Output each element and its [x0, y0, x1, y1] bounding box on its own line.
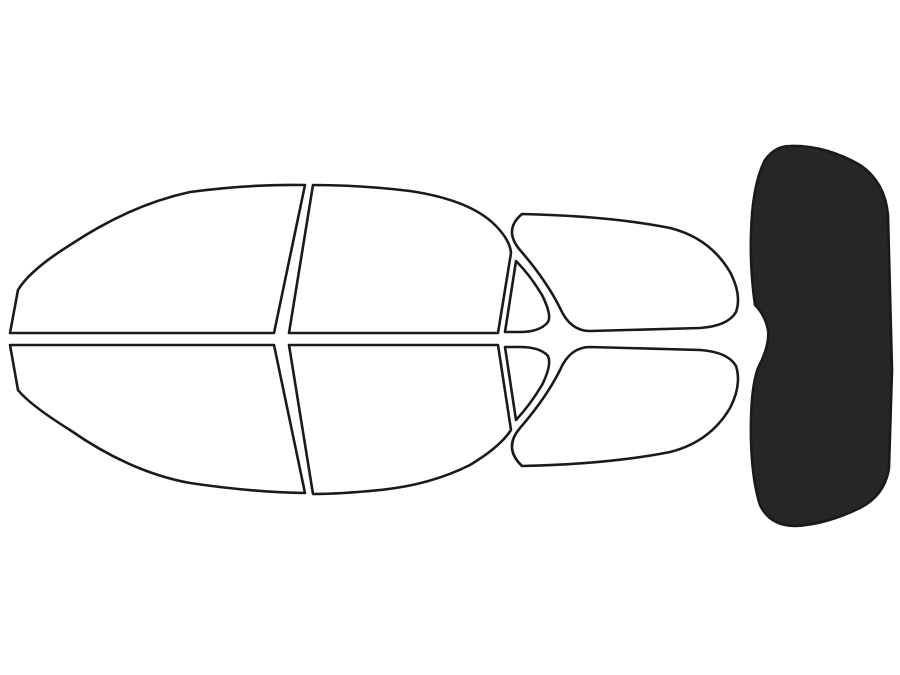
- rear-vent-window-bottom[interactable]: [503, 345, 551, 422]
- front-door-window-top[interactable]: [287, 183, 513, 335]
- rear-quarter-window-top[interactable]: [510, 212, 740, 333]
- rear-vent-window-top[interactable]: [503, 259, 551, 334]
- front-door-window-bottom[interactable]: [287, 343, 513, 496]
- rear-quarter-window-bottom[interactable]: [510, 345, 740, 468]
- windshield-right-half[interactable]: [8, 343, 307, 495]
- rear-windshield[interactable]: [749, 144, 894, 528]
- windshield-left-half[interactable]: [8, 183, 307, 335]
